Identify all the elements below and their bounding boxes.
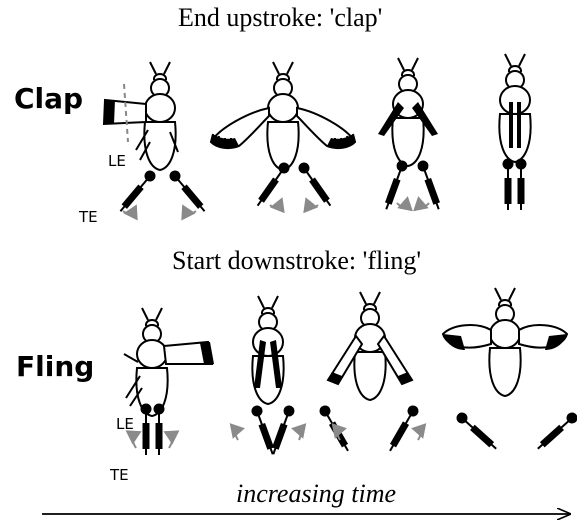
fling-section-pair-2	[236, 404, 301, 456]
fling-insect-1	[124, 308, 214, 416]
fling-insect-3	[328, 292, 412, 400]
fling-insect-2	[252, 296, 283, 404]
fling-section-pair-3	[317, 403, 420, 453]
clap-section-pair-4	[503, 159, 527, 211]
clap-section-pair-1	[116, 168, 209, 215]
clap-insect-2	[211, 62, 355, 170]
fling-section-pair-4	[454, 410, 577, 453]
clap-insect-4	[499, 54, 530, 162]
fling-insect-4	[443, 288, 567, 396]
clap-section-pair-3	[381, 159, 444, 211]
clap-section-pair-2	[253, 160, 335, 208]
clap-insect-1	[104, 62, 178, 170]
clap-insect-3	[378, 58, 438, 166]
